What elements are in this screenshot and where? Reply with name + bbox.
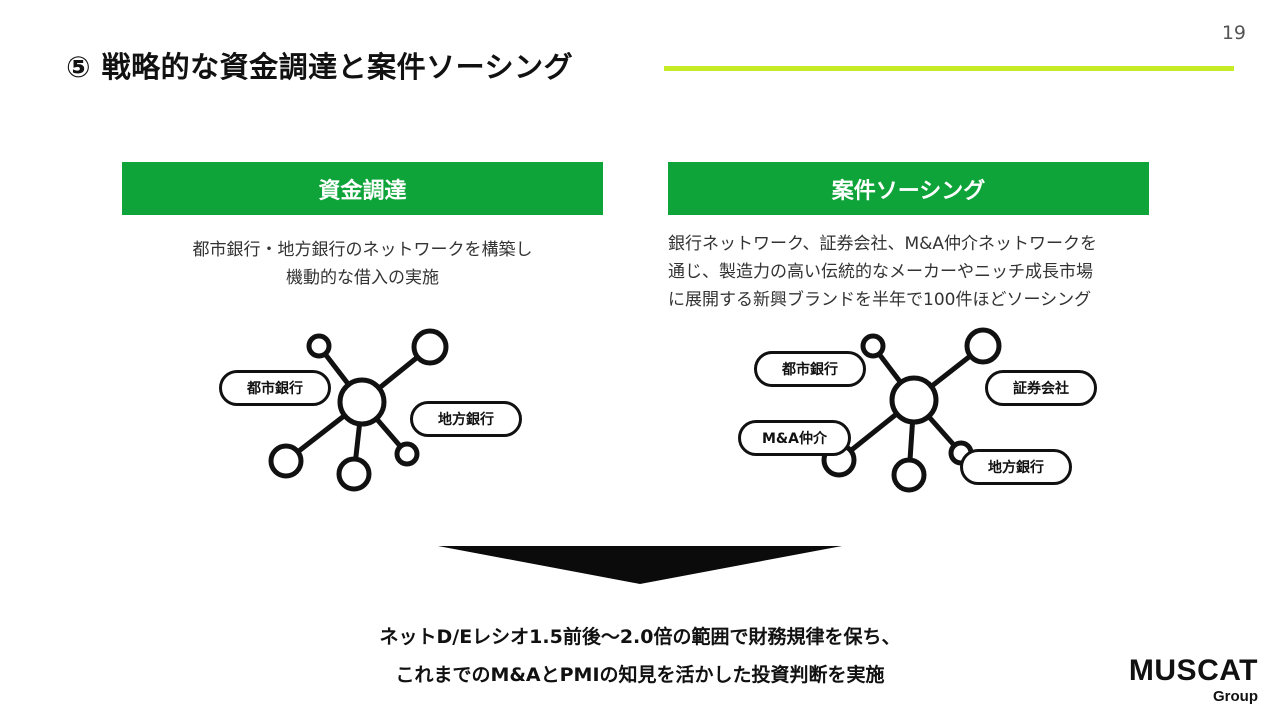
sourcing-description: 銀行ネットワーク、証券会社、M&A仲介ネットワークを 通じ、製造力の高い伝統的な… bbox=[668, 230, 1168, 314]
node-label-regional-bank: 地方銀行 bbox=[960, 449, 1072, 485]
down-arrow bbox=[438, 546, 842, 584]
conclusion: ネットD/Eレシオ1.5前後～2.0倍の範囲で財務規律を保ち、 これまでのM&A… bbox=[0, 618, 1280, 694]
network-node bbox=[411, 328, 449, 366]
conclusion-line: ネットD/Eレシオ1.5前後～2.0倍の範囲で財務規律を保ち、 bbox=[379, 626, 901, 648]
network-hub bbox=[889, 375, 939, 425]
node-label-regional-bank: 地方銀行 bbox=[410, 401, 522, 437]
node-label-ma-broker: M&A仲介 bbox=[738, 420, 851, 456]
logo-sub: Group bbox=[1213, 688, 1258, 705]
muscat-logo: MUSCAT Group bbox=[1129, 656, 1258, 706]
title-underline bbox=[664, 66, 1234, 71]
funding-description-line: 機動的な借入の実施 bbox=[286, 268, 439, 288]
node-label-city-bank: 都市銀行 bbox=[219, 370, 331, 406]
funding-description-line: 都市銀行・地方銀行のネットワークを構築し bbox=[192, 240, 533, 260]
network-node bbox=[964, 327, 1002, 365]
network-node bbox=[336, 456, 372, 492]
conclusion-line: これまでのM&AとPMIの知見を活かした投資判断を実施 bbox=[395, 664, 885, 686]
sourcing-description-line: に展開する新興ブランドを半年で100件ほどソーシング bbox=[668, 290, 1092, 310]
network-hub bbox=[337, 377, 387, 427]
node-label-city-bank: 都市銀行 bbox=[754, 351, 866, 387]
network-node bbox=[268, 443, 304, 479]
sourcing-description-line: 銀行ネットワーク、証券会社、M&A仲介ネットワークを bbox=[668, 234, 1098, 254]
funding-network-diagram bbox=[268, 327, 1002, 493]
header-sourcing: 案件ソーシング bbox=[668, 162, 1149, 215]
network-node bbox=[860, 333, 886, 359]
node-label-securities: 証券会社 bbox=[985, 370, 1097, 406]
network-node bbox=[394, 441, 420, 467]
page-title: ⑤ 戦略的な資金調達と案件ソーシング bbox=[66, 50, 574, 84]
sourcing-description-line: 通じ、製造力の高い伝統的なメーカーやニッチ成長市場 bbox=[668, 262, 1093, 282]
network-node bbox=[891, 457, 927, 493]
network-node bbox=[306, 333, 332, 359]
funding-description: 都市銀行・地方銀行のネットワークを構築し 機動的な借入の実施 bbox=[122, 236, 603, 292]
page-number: 19 bbox=[1221, 22, 1246, 44]
header-funding: 資金調達 bbox=[122, 162, 603, 215]
logo-main: MUSCAT bbox=[1128, 654, 1258, 687]
